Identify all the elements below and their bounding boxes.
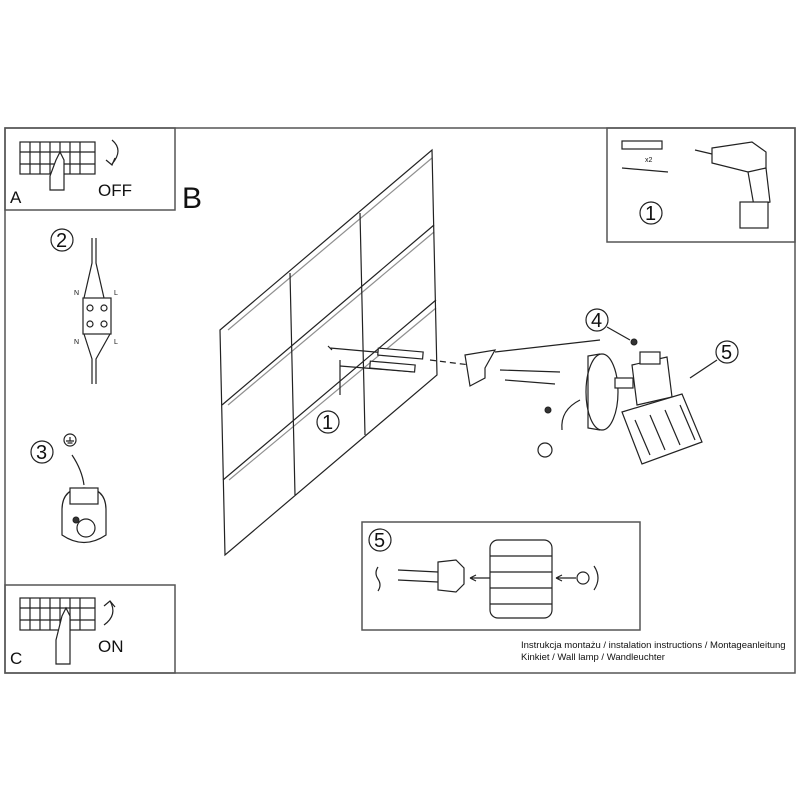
ground-symbol-icon — [537, 442, 553, 458]
step-2-wiring: 2 N L N L — [50, 228, 118, 384]
step-1-number: 1 — [645, 203, 656, 225]
wall-plugs-and-screws: 1 — [316, 345, 424, 434]
live-label: L — [114, 290, 118, 297]
ring-nut-icon — [576, 571, 590, 585]
hand-icon — [55, 606, 71, 665]
step-5-detail-box: 5 — [361, 521, 641, 631]
panel-a-label: A — [10, 188, 22, 207]
step-4-number: 4 — [591, 310, 602, 332]
step-box5-number: 5 — [374, 530, 385, 552]
breaker-panel-icon — [19, 597, 96, 631]
terminal-block-icon — [82, 297, 112, 335]
cage-shade-icon — [621, 393, 703, 465]
lamp-body: 5 — [537, 340, 739, 465]
caption-title: Instrukcja montażu / instalation instruc… — [521, 640, 786, 651]
live-label: L — [114, 339, 118, 346]
panel-c-switch-on: C ON — [4, 584, 176, 674]
arrow-up-icon — [103, 600, 114, 626]
screw-icon — [621, 167, 669, 173]
cage-shade-icon — [489, 539, 553, 619]
neutral-label: N — [74, 290, 79, 297]
socket-icon — [437, 559, 465, 593]
wall-tiles — [219, 148, 438, 557]
quantity-label: x2 — [645, 157, 653, 164]
mounting-bracket: 4 — [464, 308, 638, 387]
panel-a-switch-off: A OFF — [4, 127, 176, 211]
step-2-number: 2 — [56, 230, 67, 252]
outer-frame — [4, 127, 796, 674]
hand-icon — [49, 150, 65, 191]
ground-symbol-icon — [63, 433, 77, 447]
step-b5-number: 5 — [721, 342, 732, 364]
caption-product: Kinkiet / Wall lamp / Wandleuchter — [521, 652, 665, 663]
drill-icon — [694, 141, 771, 229]
wall-plug-icon — [621, 140, 663, 150]
step-3-number: 3 — [36, 442, 47, 464]
switch-on-label: ON — [98, 637, 124, 656]
panel-c-label: C — [10, 649, 22, 668]
switch-off-label: OFF — [98, 181, 132, 200]
arrow-down-icon — [111, 139, 119, 165]
step-b1-number: 1 — [322, 412, 333, 434]
panel-b-label: B — [182, 182, 202, 215]
step-3-ground: 3 — [30, 433, 107, 544]
tools-panel: x2 1 — [606, 127, 796, 243]
neutral-label: N — [74, 339, 79, 346]
